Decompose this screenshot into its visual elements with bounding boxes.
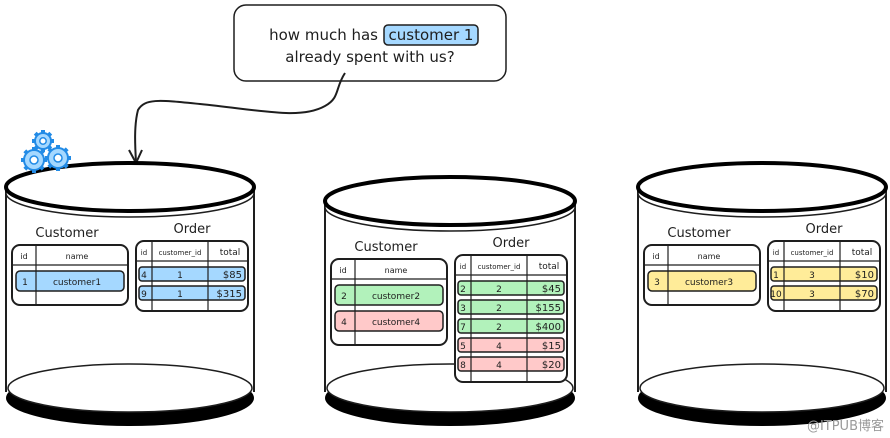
gear-hole	[29, 155, 39, 165]
order-id: 2	[460, 285, 466, 295]
order-id: 1	[773, 271, 779, 281]
order-row	[770, 266, 878, 282]
order-total: $400	[536, 322, 561, 333]
gear-icon	[45, 145, 71, 171]
customer-header-id: id	[20, 252, 27, 261]
gear-hole	[53, 153, 63, 163]
order-customer-id: 4	[496, 361, 502, 371]
cylinder-bottom	[7, 363, 253, 413]
order-total: $10	[855, 270, 874, 281]
order-header-total: total	[539, 262, 560, 272]
database-2: Customer id name 2 customer2 4 customer4 Order i…	[323, 175, 577, 426]
order-total: $315	[217, 289, 242, 300]
order-header-customer-id: customer_id	[478, 263, 521, 271]
watermark: @ITPUB博客	[806, 419, 884, 434]
question-highlight-box	[383, 24, 479, 46]
order-row	[457, 318, 565, 334]
database-1: Customer id name 1 customer1 Order id customer_…	[4, 130, 256, 426]
customer-name: customer4	[372, 318, 420, 328]
order-customer-id: 3	[809, 271, 815, 281]
customer-name: customer2	[372, 292, 420, 302]
question-line2: already spent with us?	[285, 48, 454, 66]
order-header-total: total	[852, 248, 873, 258]
order-header-id: id	[773, 249, 779, 257]
order-header-id: id	[460, 263, 466, 271]
order-id: 9	[141, 290, 147, 300]
customer-header-name: name	[698, 252, 721, 261]
order-customer-id: 2	[496, 285, 502, 295]
customer-id: 3	[654, 278, 660, 288]
customer-row	[15, 270, 125, 292]
cylinder-top	[323, 175, 577, 227]
order-customer-id: 1	[177, 290, 183, 300]
customer-header-name: name	[66, 252, 89, 261]
order-id: 4	[141, 271, 147, 281]
order-total: $85	[223, 270, 242, 281]
database-3: Customer id name 3 customer3 Order id customer_…	[636, 161, 888, 426]
order-row	[457, 299, 565, 315]
gear-icon	[21, 147, 47, 173]
customer-header-id: id	[652, 252, 659, 261]
order-header-customer-id: customer_id	[159, 249, 202, 257]
customer-row	[334, 310, 444, 332]
customer-header-name: name	[385, 266, 408, 275]
order-customer-id: 3	[809, 290, 815, 300]
order-table-title: Order	[493, 236, 531, 251]
order-row	[770, 285, 878, 301]
customer-table-title: Customer	[354, 240, 418, 255]
order-total: $70	[855, 289, 874, 300]
question-line1: how much has	[269, 26, 378, 44]
customer-table-title: Customer	[667, 226, 731, 241]
customer-id: 1	[22, 278, 28, 288]
order-row	[457, 356, 565, 372]
question-bubble: how much has customer 1 already spent wi…	[233, 4, 507, 82]
customer-id: 4	[341, 318, 347, 328]
order-row	[138, 266, 246, 282]
order-id: 10	[770, 290, 782, 300]
cylinder-top	[4, 161, 256, 213]
order-header-customer-id: customer_id	[791, 249, 834, 257]
order-id: 3	[460, 304, 466, 314]
order-row	[138, 285, 246, 301]
order-row	[457, 337, 565, 353]
order-id: 8	[460, 361, 466, 371]
question-box	[233, 4, 507, 82]
order-total: $20	[542, 360, 561, 371]
order-total: $45	[542, 284, 561, 295]
order-row	[457, 280, 565, 296]
customer-row	[647, 270, 757, 292]
customer-name: customer1	[53, 278, 101, 288]
order-customer-id: 1	[177, 271, 183, 281]
order-table-title: Order	[806, 222, 844, 237]
customer-id: 2	[341, 292, 347, 302]
customer-header-id: id	[339, 266, 346, 275]
customer-row	[334, 284, 444, 306]
question-highlight: customer 1	[389, 26, 474, 44]
cylinder-top	[636, 161, 888, 213]
order-header-id: id	[141, 249, 147, 257]
order-customer-id: 2	[496, 323, 502, 333]
cylinder-bottom	[639, 363, 885, 413]
order-header-total: total	[220, 248, 241, 258]
order-id: 7	[460, 323, 466, 333]
gear-hole	[39, 137, 47, 145]
order-total: $155	[536, 303, 561, 314]
query-arrow	[134, 72, 346, 163]
order-table-title: Order	[174, 222, 212, 237]
order-total: $15	[542, 341, 561, 352]
order-customer-id: 2	[496, 304, 502, 314]
order-id: 5	[460, 342, 466, 352]
customer-table-title: Customer	[35, 226, 99, 241]
customer-name: customer3	[685, 278, 733, 288]
order-customer-id: 4	[496, 342, 502, 352]
